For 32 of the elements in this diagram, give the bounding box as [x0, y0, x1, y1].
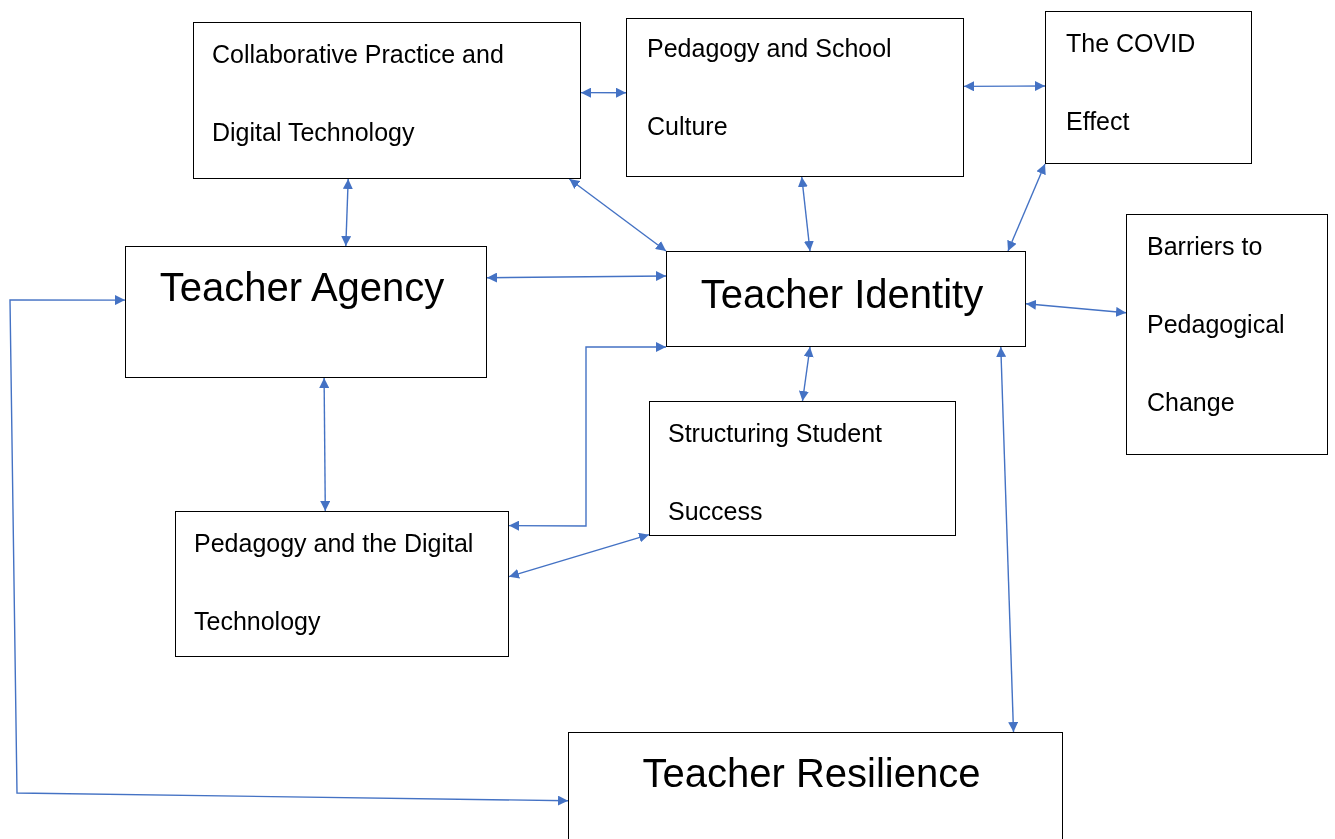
- arrow: [486, 271, 667, 283]
- concept-box: [175, 511, 509, 657]
- concept-label: Teacher Resilience: [641, 750, 982, 797]
- concept-box: [125, 246, 487, 378]
- arrow: [580, 87, 627, 98]
- arrow: [798, 346, 814, 402]
- concept-box: [626, 18, 964, 177]
- concept-box: [1045, 11, 1252, 164]
- concept-label: Structuring Student Success: [668, 418, 883, 527]
- concept-label: Teacher Identity: [699, 271, 985, 318]
- concept-box: [666, 251, 1026, 347]
- arrow: [1025, 299, 1127, 317]
- concept-box: [193, 22, 581, 179]
- arrow: [797, 176, 814, 252]
- concept-label: Collaborative Practice and Digital Technology: [212, 39, 505, 148]
- arrow: [568, 178, 667, 252]
- arrow: [508, 532, 650, 579]
- concept-label: Barriers to Pedagogical Change: [1147, 231, 1286, 418]
- concept-label: Teacher Agency: [158, 264, 446, 311]
- arrow: [996, 346, 1019, 733]
- concept-label: Pedagogy and School Culture: [647, 33, 893, 142]
- arrow: [341, 178, 353, 247]
- arrow: [508, 342, 667, 531]
- concept-label: The COVID Effect: [1066, 28, 1197, 137]
- concept-label: Pedagogy and the Digital Technology: [194, 528, 475, 637]
- concept-box: [568, 732, 1063, 839]
- arrow: [319, 377, 331, 512]
- concept-box: [1126, 214, 1328, 455]
- arrow: [963, 81, 1046, 92]
- concept-box: [649, 401, 956, 536]
- arrow: [9, 295, 569, 806]
- arrow: [1007, 163, 1046, 252]
